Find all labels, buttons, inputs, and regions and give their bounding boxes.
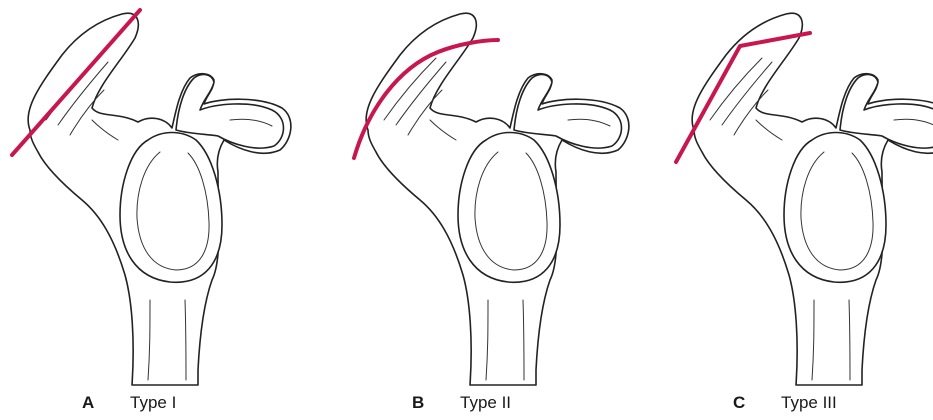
panel-b	[338, 0, 649, 420]
acromion-type-label: Type III	[781, 393, 837, 412]
scapula-illustration	[664, 0, 933, 390]
panel-letter: B	[412, 393, 460, 413]
glenoid-fossa	[458, 133, 560, 283]
glenoid-fossa	[784, 133, 886, 283]
scapula-illustration	[0, 0, 311, 390]
acromion-type-label: Type I	[130, 393, 176, 412]
panel-letter: A	[82, 393, 130, 413]
panel-letter: C	[733, 393, 781, 413]
scapula-illustration	[338, 0, 649, 390]
panel-a	[0, 0, 311, 420]
panel-c	[664, 0, 933, 420]
acromion-type-label: Type II	[460, 393, 511, 412]
glenoid-fossa	[120, 133, 222, 283]
